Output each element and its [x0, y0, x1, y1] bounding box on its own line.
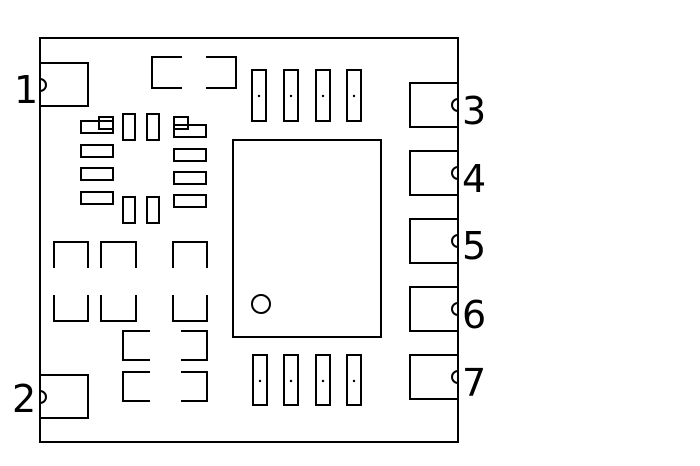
pin-label-4: 4: [462, 157, 486, 201]
pin-label-5: 5: [462, 224, 486, 268]
passive-pad-bottom: [172, 295, 208, 322]
top-pad: [346, 69, 362, 122]
castellation-notch-3: [451, 98, 459, 112]
module-outline: [39, 37, 459, 443]
qfn-pad-corner: [173, 116, 189, 130]
top-pad-row: [251, 69, 362, 122]
passive-pad-top: [172, 241, 208, 268]
qfn-pad-right: [173, 171, 207, 185]
castellation-notch-1: [39, 78, 47, 92]
qfn-pad-left: [80, 167, 114, 181]
bottom-pad: [252, 354, 268, 406]
castellation-notch-4: [451, 166, 459, 180]
pin-label-6: 6: [462, 293, 486, 337]
pin1-marker-circle: [251, 294, 271, 314]
bottom-pad-row: [252, 354, 362, 406]
passive-pad-bottom: [53, 295, 89, 322]
bottom-pad: [283, 354, 299, 406]
passive-pad-top: [53, 241, 89, 268]
castellation-notch-6: [451, 302, 459, 316]
bracket-left: [151, 56, 182, 89]
bracket-right: [181, 330, 208, 361]
pad-1: [40, 62, 89, 107]
passive-pad-top: [100, 241, 137, 268]
qfn-pad-bottom: [122, 196, 136, 224]
pin-label-3: 3: [462, 89, 486, 133]
pad-marker-dot: [289, 94, 293, 98]
pad-6: [409, 286, 458, 332]
passive-pad-bottom: [100, 295, 137, 322]
bracket-component-upper: [122, 330, 208, 361]
castellation-notch-5: [451, 234, 459, 248]
pin-label-2: 2: [12, 377, 36, 421]
qfn-pad-left: [80, 120, 114, 134]
bottom-pad: [346, 354, 362, 406]
bracket-left: [122, 330, 150, 361]
top-pad: [251, 69, 267, 122]
pad-marker-dot: [289, 379, 293, 383]
pad-4: [409, 150, 458, 196]
qfn-pad-top: [122, 113, 136, 141]
qfn-pad-top: [146, 113, 160, 141]
right-pads: [409, 82, 459, 400]
bracket-right: [206, 56, 237, 89]
bracket-left: [122, 371, 150, 402]
pin-label-1: 1: [14, 68, 38, 112]
pad-marker-dot: [352, 379, 356, 383]
pad-3: [409, 82, 458, 128]
qfn-pad-corner: [98, 116, 114, 130]
qfn-pad-right: [173, 124, 207, 138]
top-pad: [283, 69, 299, 122]
qfn-pad-left: [80, 144, 114, 158]
qfn-pad-right: [173, 148, 207, 162]
passive-pair-1: [53, 241, 89, 322]
bottom-pad: [315, 354, 331, 406]
pad-marker-dot: [257, 94, 261, 98]
qfn-pad-right: [173, 194, 207, 208]
top-bracket-component: [151, 56, 237, 89]
castellation-notch-7: [451, 370, 459, 384]
main-ic-body: [232, 139, 382, 338]
pad-5: [409, 218, 458, 264]
top-pad: [315, 69, 331, 122]
pin-label-7: 7: [462, 361, 486, 405]
castellation-notch-2: [39, 390, 47, 404]
qfn-pad-bottom: [146, 196, 160, 224]
bracket-right: [181, 371, 208, 402]
pad-marker-dot: [258, 379, 262, 383]
bracket-component-lower: [122, 371, 208, 402]
pad-marker-dot: [321, 94, 325, 98]
pad-2: [40, 374, 89, 419]
passive-pair-2: [100, 241, 137, 322]
pad-marker-dot: [321, 379, 325, 383]
passive-pair-3: [172, 241, 208, 322]
qfn-pad-left: [80, 191, 114, 205]
pad-marker-dot: [352, 94, 356, 98]
pad-7: [409, 354, 458, 400]
qfn-component: [80, 113, 207, 224]
